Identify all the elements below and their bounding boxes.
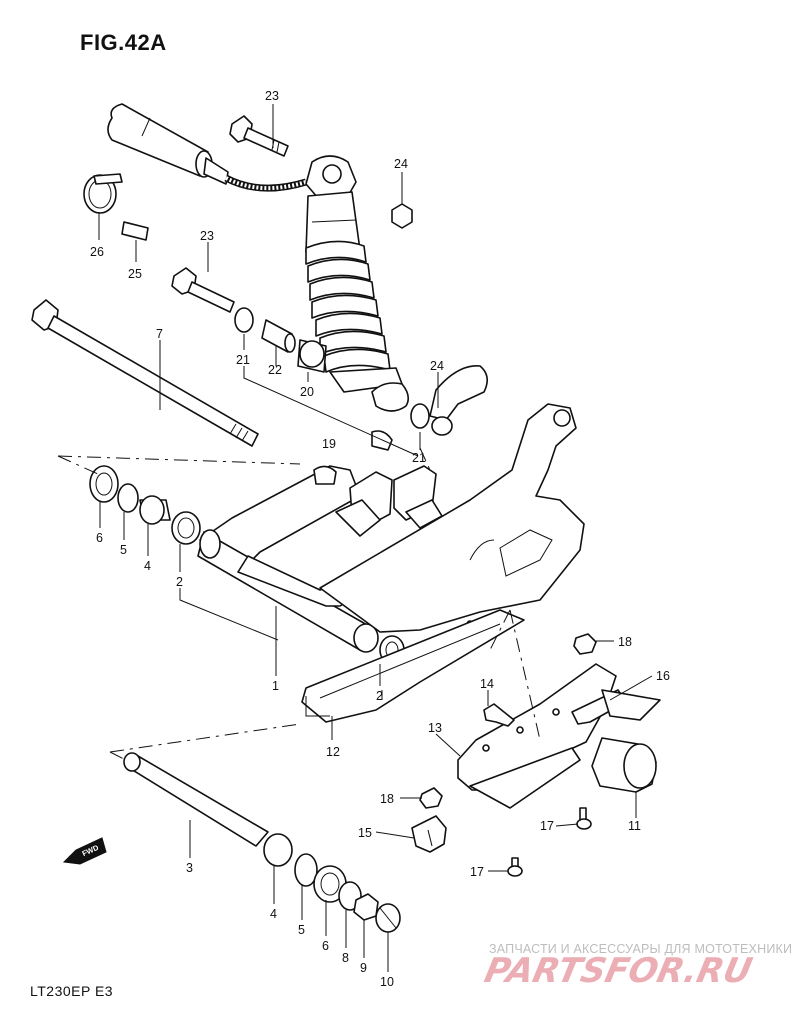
swingarm-1	[197, 403, 585, 665]
spacer-4-upper	[139, 495, 171, 525]
bearing-2-upper	[171, 511, 201, 545]
clip-15	[411, 815, 447, 853]
callout-3: 3	[186, 861, 193, 875]
callout-18-lower: 18	[380, 792, 394, 806]
callout-22: 22	[268, 363, 282, 377]
callout-4-lower: 4	[270, 907, 277, 921]
washer-5-lower	[294, 853, 318, 887]
cap-25	[121, 221, 149, 241]
callout-17-right: 17	[540, 819, 554, 833]
callout-21-upper: 21	[236, 353, 250, 367]
callout-5-lower: 5	[298, 923, 305, 937]
callout-9: 9	[360, 961, 367, 975]
callout-labels: 23 24 23 26 25 7 21 22 20 24 19 21 6 5 4…	[90, 89, 670, 989]
callout-21-lower: 21	[412, 451, 426, 465]
pivot-shaft-3	[123, 752, 269, 847]
link-bracket	[429, 365, 488, 436]
callout-14: 14	[480, 677, 494, 691]
spacer-4-lower	[263, 833, 293, 867]
seal-6-lower	[313, 865, 347, 903]
callout-23-lower: 23	[200, 229, 214, 243]
model-code: LT230EP E3	[30, 983, 114, 999]
nut-24-upper	[391, 203, 413, 229]
svg-text:PARTSFOR.RU: PARTSFOR.RU	[481, 951, 756, 991]
rear-shock-absorber	[107, 103, 410, 412]
cap-10	[375, 903, 401, 933]
partsfor-logo: PARTSFOR.RU	[481, 951, 756, 991]
callout-24-lower: 24	[430, 359, 444, 373]
bolt-23-upper	[229, 115, 289, 157]
callout-11: 11	[628, 819, 641, 833]
callout-4-upper: 4	[144, 559, 151, 573]
shock-reservoir	[107, 103, 229, 185]
nut-18-lower	[419, 787, 443, 809]
washer-21-upper	[234, 307, 254, 333]
callout-12: 12	[326, 745, 340, 759]
callout-1: 1	[272, 679, 279, 693]
figure-title: FIG.42A	[80, 30, 167, 55]
callout-15: 15	[358, 826, 372, 840]
washer-5-upper	[117, 483, 139, 513]
callout-6-upper: 6	[96, 531, 103, 545]
collar-22	[261, 319, 296, 353]
callout-5-upper: 5	[120, 543, 127, 557]
callout-2-upper: 2	[176, 575, 183, 589]
callout-19: 19	[322, 437, 336, 451]
callout-26: 26	[90, 245, 104, 259]
callout-10: 10	[380, 975, 394, 989]
callout-6-lower: 6	[322, 939, 329, 953]
callout-25: 25	[128, 267, 142, 281]
callout-18-upper: 18	[618, 635, 632, 649]
watermark-caption: ЗАПЧАСТИ И АКСЕССУАРЫ ДЛЯ МОТОТЕХНИКИ	[489, 942, 793, 956]
callout-24-upper: 24	[394, 157, 408, 171]
nut-18-upper	[573, 633, 597, 655]
boot-11	[591, 737, 657, 793]
bolt-23-lower	[171, 267, 235, 313]
bolt-14	[483, 703, 515, 727]
screw-17-right	[576, 807, 592, 830]
callout-7: 7	[156, 327, 163, 341]
shock-body	[305, 155, 410, 412]
pivot-bolt-7	[31, 299, 259, 447]
callout-13: 13	[428, 721, 442, 735]
callout-20: 20	[300, 385, 314, 399]
forward-arrow-icon: FWD	[62, 837, 107, 865]
alignment-lines	[57, 447, 541, 761]
callout-16: 16	[656, 669, 670, 683]
callout-17-left: 17	[470, 865, 484, 879]
hose-clamp-26	[83, 173, 123, 214]
lower-pivot-parts	[263, 833, 401, 933]
bushing-20	[297, 339, 327, 373]
screw-17-left	[507, 857, 523, 877]
callout-2-lower: 2	[376, 689, 383, 703]
leader-lines	[98, 104, 653, 972]
left-pivot-parts	[89, 465, 201, 545]
callout-8: 8	[342, 951, 349, 965]
callout-23-upper: 23	[265, 89, 279, 103]
washer-21-lower	[410, 403, 430, 429]
